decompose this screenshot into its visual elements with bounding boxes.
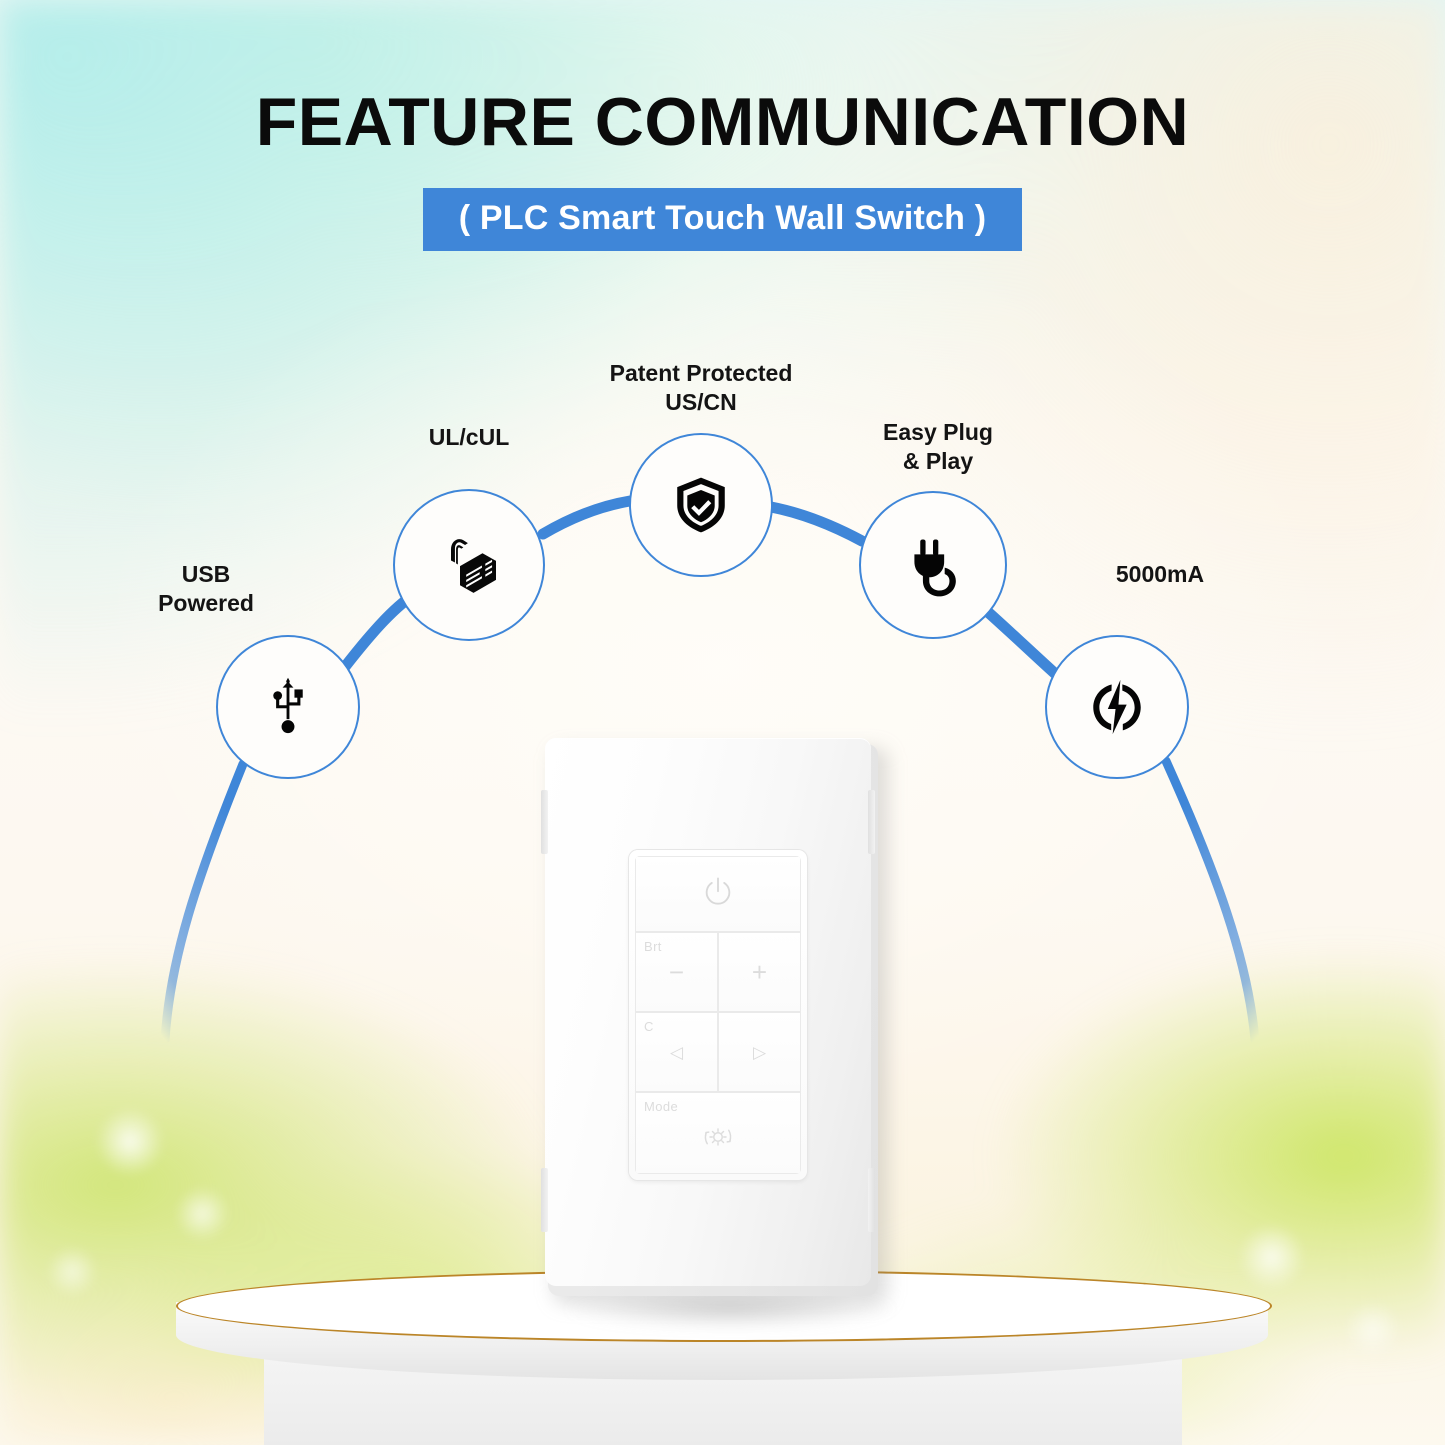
key-brightness-down[interactable]: Brt −	[635, 932, 718, 1012]
feature-label-current-rating: 5000mA	[1115, 561, 1205, 587]
key-power[interactable]	[635, 856, 801, 932]
key-color-next[interactable]: ▷	[718, 1012, 801, 1092]
plate-notch-left-top	[541, 790, 548, 854]
power-plug-icon	[899, 531, 967, 599]
triangle-right-icon: ▷	[752, 1042, 767, 1062]
feature-node-easy-plug-play[interactable]	[859, 491, 1007, 639]
key-label-color: C	[644, 1019, 654, 1034]
feature-label-ul-cul: UL/cUL	[428, 424, 510, 450]
triangle-left-icon: ◁	[669, 1042, 684, 1062]
key-label-brt: Brt	[644, 939, 662, 954]
feature-node-patent-protected[interactable]	[629, 433, 773, 577]
key-color-prev[interactable]: C ◁	[635, 1012, 718, 1092]
page-title: FEATURE COMMUNICATION	[255, 84, 1190, 160]
feature-node-usb-powered[interactable]	[216, 635, 360, 779]
key-mode[interactable]: Mode	[635, 1092, 801, 1174]
subtitle-banner-wrap: ( PLC Smart Touch Wall Switch )	[0, 188, 1445, 251]
plate-notch-left-bottom	[541, 1168, 548, 1232]
lightning-bolt-circle-icon	[1086, 676, 1148, 738]
keypad: Brt − + C ◁ ▷ Mode	[635, 856, 801, 1174]
key-label-mode: Mode	[644, 1099, 679, 1114]
podium-upper-top	[176, 1270, 1272, 1342]
plus-icon: +	[751, 957, 768, 987]
power-icon	[701, 875, 735, 914]
feature-label-patent-protected: Patent Protected US/CN	[609, 360, 793, 416]
usb-icon	[257, 676, 319, 738]
feature-node-current-rating[interactable]	[1045, 635, 1189, 779]
feature-label-usb-powered: USB Powered	[158, 561, 254, 617]
shield-check-icon	[670, 474, 732, 536]
feature-label-easy-plug-play: Easy Plug & Play	[883, 419, 993, 475]
brightness-cycle-icon	[698, 1117, 738, 1162]
certificate-lock-icon	[433, 529, 505, 601]
plate-notch-right-top	[868, 790, 875, 854]
plate-notch-right-bottom	[868, 1168, 875, 1232]
subtitle-banner: ( PLC Smart Touch Wall Switch )	[422, 188, 1023, 251]
minus-icon: −	[668, 957, 685, 987]
product-wall-switch: Brt − + C ◁ ▷ Mode	[541, 738, 888, 1304]
key-brightness-up[interactable]: +	[718, 932, 801, 1012]
feature-node-ul-cul[interactable]	[393, 489, 545, 641]
